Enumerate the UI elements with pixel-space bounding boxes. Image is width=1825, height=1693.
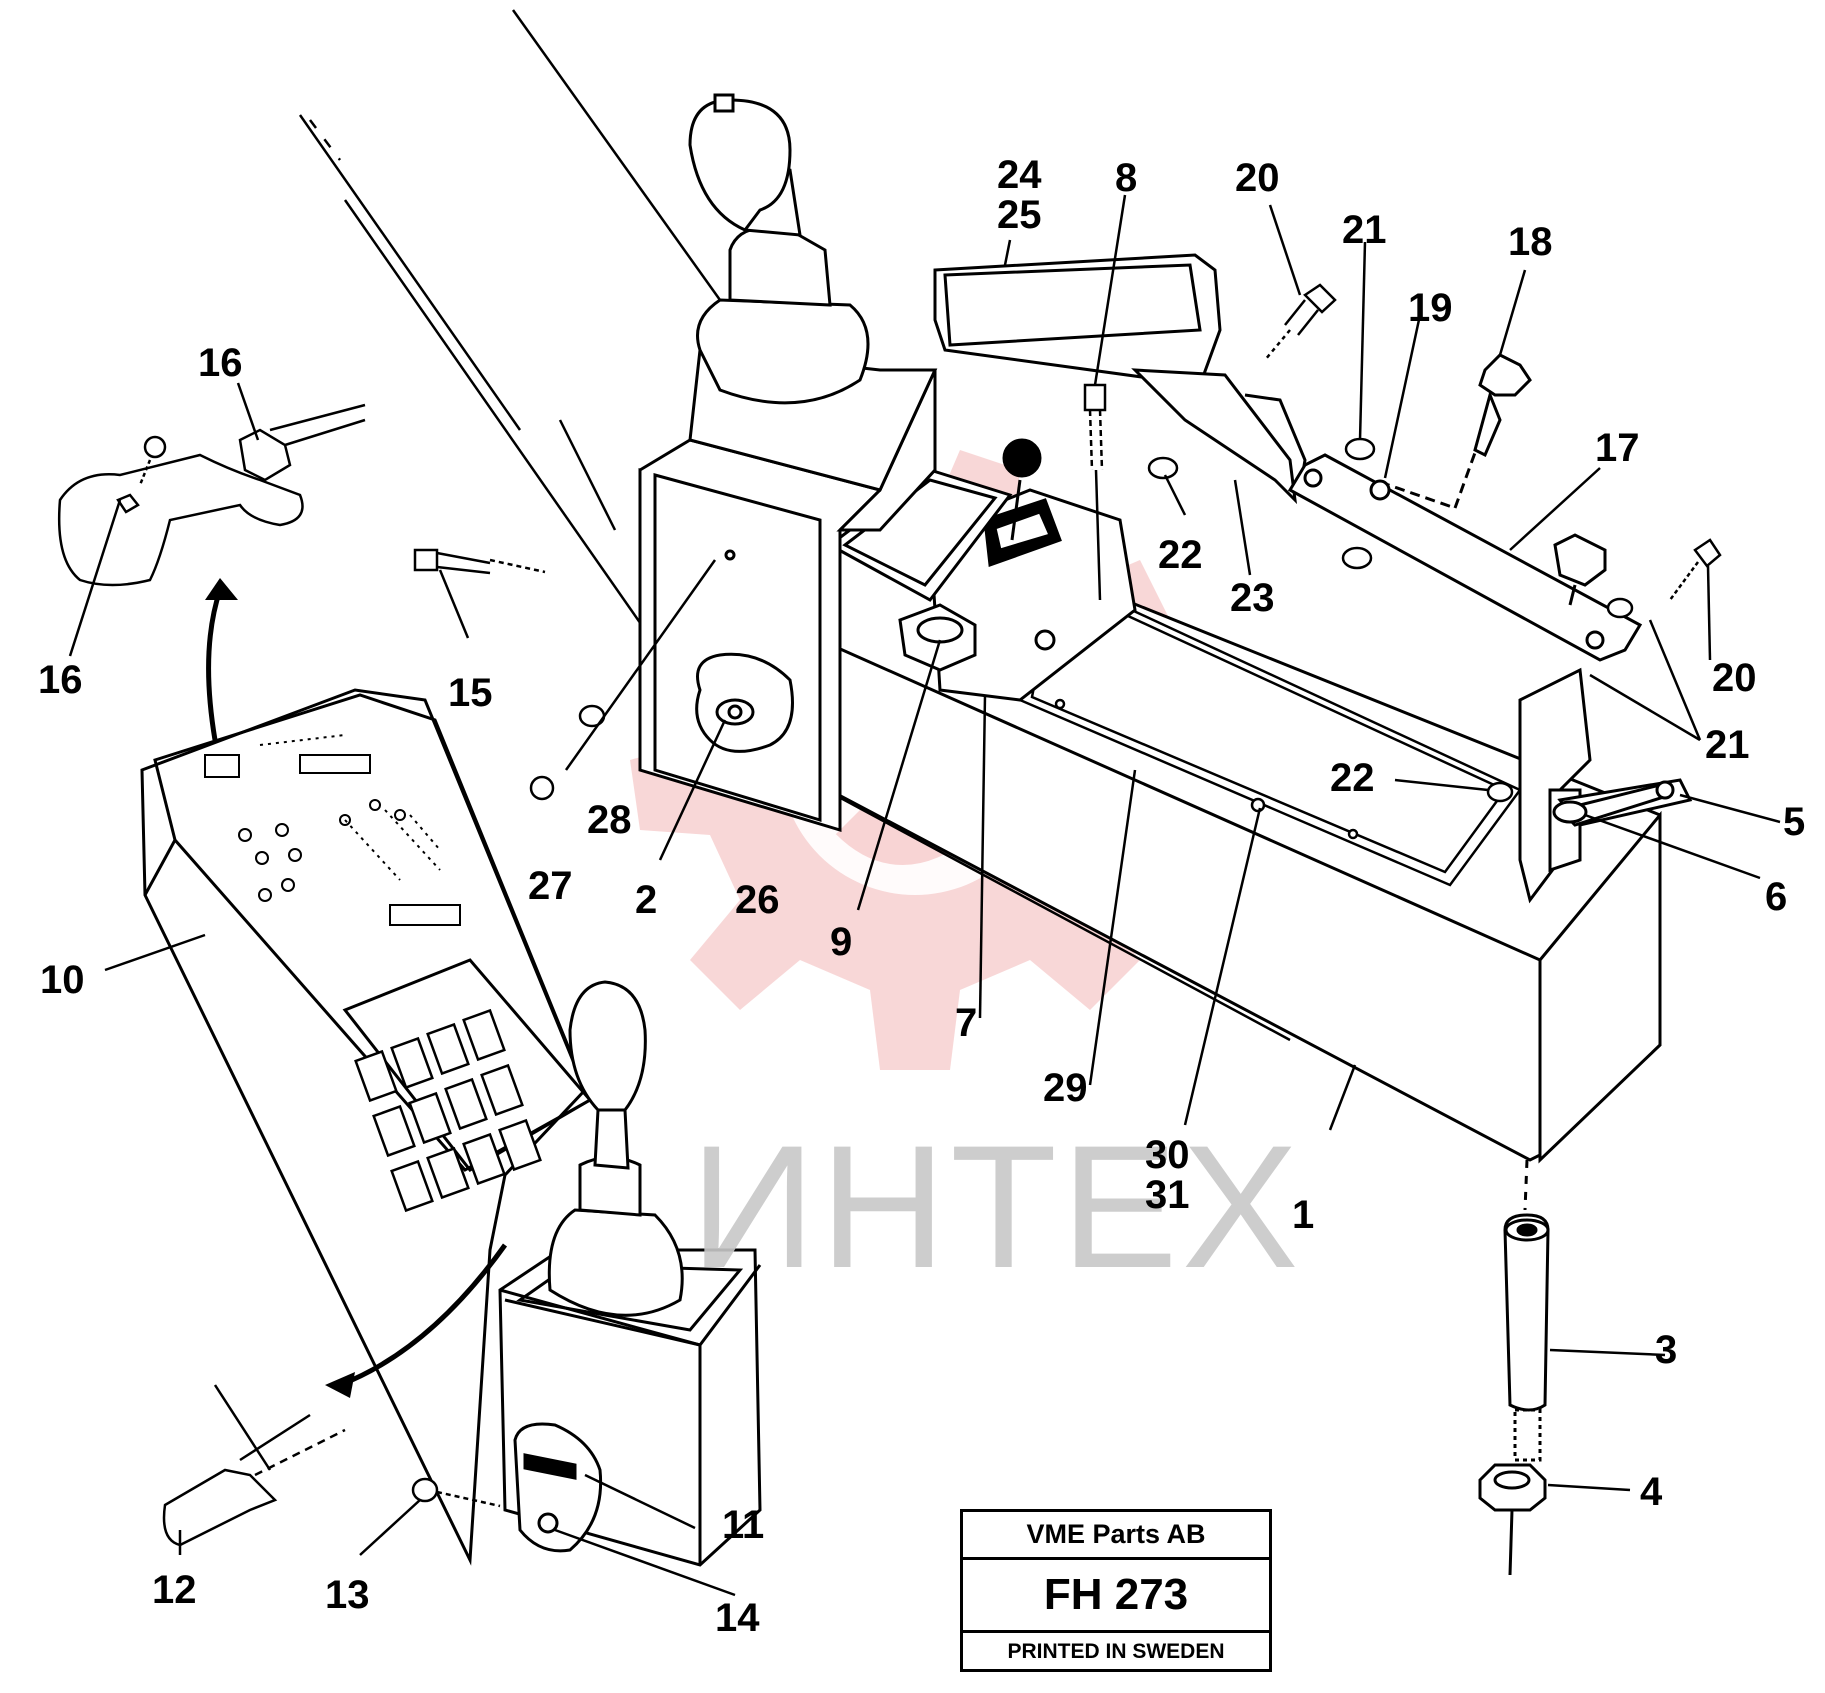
callout-5: 5 (1783, 800, 1806, 844)
detail-arrows (205, 578, 508, 1398)
keypad-buttons (354, 1008, 542, 1213)
leader-lines (68, 194, 1781, 1597)
callout-24-25: 24 25 (997, 153, 1042, 237)
callout-4: 4 (1640, 1470, 1663, 1514)
right-joystick (688, 93, 870, 405)
callout-21-top: 21 (1342, 208, 1387, 252)
callout-23: 23 (1230, 576, 1275, 620)
washers (529, 437, 1634, 803)
callout-7: 7 (955, 1001, 978, 1045)
company-name: VME Parts AB (963, 1512, 1269, 1560)
drawing-code: FH 273 (963, 1560, 1269, 1633)
right-joystick-housing (638, 348, 938, 833)
callout-9: 9 (830, 920, 853, 964)
panel-indicators (204, 734, 461, 926)
callout-20-top: 20 (1235, 156, 1280, 200)
watermark-text: ИНТЕХ (690, 1110, 1303, 1305)
callout-26: 26 (735, 878, 780, 922)
title-block: VME Parts AB FH 273 PRINTED IN SWEDEN (960, 1509, 1272, 1672)
callout-14: 14 (715, 1596, 760, 1640)
screw-8 (1083, 383, 1107, 601)
gear-lever-housing (928, 438, 1137, 702)
lower-cutout (513, 1422, 603, 1553)
callout-15: 15 (448, 671, 493, 715)
callout-22-middle: 22 (1330, 756, 1375, 800)
callout-30-31: 30 31 (1145, 1133, 1190, 1217)
knob-9 (898, 603, 977, 672)
callout-28: 28 (587, 798, 632, 842)
bolt-20-top (1264, 283, 1337, 361)
callout-16-bottom: 16 (38, 658, 83, 702)
callout-19: 19 (1408, 286, 1453, 330)
bolt-20-right (1668, 538, 1722, 601)
callout-12: 12 (152, 1568, 197, 1612)
callout-17: 17 (1595, 426, 1640, 470)
lower-joystick (547, 980, 684, 1317)
armrest-pad (933, 253, 1307, 505)
knob-18 (1473, 353, 1607, 606)
lever-5 (1552, 780, 1675, 827)
callout-21-right: 21 (1705, 723, 1750, 767)
printed-note: PRINTED IN SWEDEN (1007, 1640, 1225, 1663)
leader-27-28 (564, 559, 717, 771)
screw-13 (411, 1477, 501, 1508)
callout-11: 11 (722, 1503, 765, 1547)
callout-16-top: 16 (198, 341, 243, 385)
callout-20-right: 20 (1712, 656, 1757, 700)
callout-2: 2 (635, 878, 658, 922)
callout-10: 10 (40, 958, 85, 1002)
callout-29: 29 (1043, 1066, 1088, 1110)
callout-27: 27 (528, 864, 573, 908)
callout-6: 6 (1765, 875, 1788, 919)
callout-1: 1 (1292, 1193, 1315, 1237)
inset-detail-12 (162, 1384, 346, 1547)
screw-15 (413, 548, 546, 575)
callout-13: 13 (325, 1573, 370, 1617)
callout-22-top: 22 (1158, 533, 1203, 577)
inset-detail-16 (57, 403, 366, 587)
spacer-3 (1478, 1159, 1550, 1576)
callout-8: 8 (1115, 156, 1138, 200)
callout-18: 18 (1508, 220, 1553, 264)
callout-3: 3 (1655, 1328, 1678, 1372)
